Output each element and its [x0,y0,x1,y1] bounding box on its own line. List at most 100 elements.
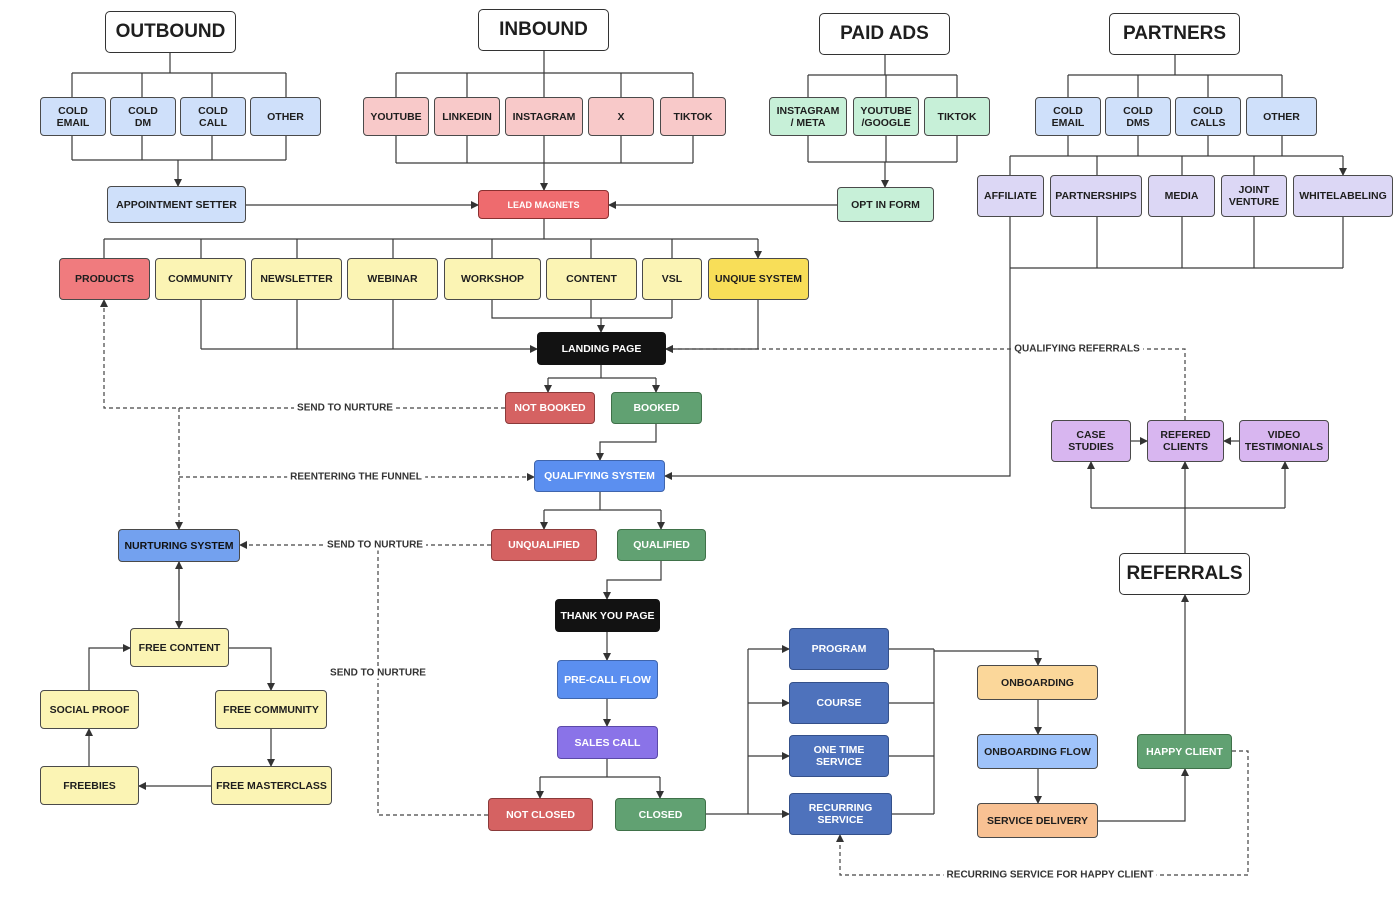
paid-header-tree-connector [807,55,958,97]
qualifying-split-connector [544,492,661,511]
appointment-setter-node: APPOINTMENT SETTER [107,186,246,223]
nurturing-system-node: NURTURING SYSTEM [118,529,240,562]
inbound-merge-connector [395,136,694,164]
products-node: PRODUCTS [59,258,150,300]
partners-header-tree-connector [1067,55,1283,97]
referrals-header: REFERRALS [1119,553,1250,595]
outbound-other-node: OTHER [250,97,321,136]
sales-call-node: SALES CALL [557,726,658,759]
reentering-the-funnel-label: REENTERING THE FUNNEL [287,471,425,483]
inbound-header: INBOUND [478,9,609,51]
offers-to-landing-connector [200,300,537,349]
partners-fanout-connector [1009,156,1343,175]
free-masterclass-node: FREE MASTERCLASS [211,766,332,805]
newsletter-node: NEWSLETTER [251,258,342,300]
landing-split-connector [548,365,656,379]
outbound-cold-email-node: COLD EMAIL [40,97,106,136]
outbound-header: OUTBOUND [105,11,236,53]
not-closed-to-nurture-connector [377,545,488,816]
outbound-cold-call-node: COLD CALL [180,97,246,136]
landing-page-node: LANDING PAGE [537,332,666,365]
opt-in-form-node: OPT IN FORM [837,187,934,222]
outbound-header-tree-connector [71,53,287,97]
recurring-service-node: RECURRING SERVICE [789,793,892,835]
workshop-node: WORKSHOP [444,258,541,300]
inbound-instagram-node: INSTAGRAM [505,97,583,136]
pre-call-flow-node: PRE-CALL FLOW [557,660,658,699]
course-node: COURSE [789,682,889,724]
inbound-x-node: X [588,97,654,136]
case-studies-node: CASE STUDIES [1051,420,1131,462]
qualifying-referrals-label: QUALIFYING REFERRALS [1011,343,1143,355]
paid-youtube-google-node: YOUTUBE /GOOGLE [853,97,919,136]
free-community-node: FREE COMMUNITY [215,690,327,729]
closed-to-delivery-bus-connector [706,649,749,815]
paid-merge-connector [807,136,958,163]
partnerships-node: PARTNERSHIPS [1050,175,1142,217]
free-content-to-community-connector [229,647,275,691]
whitelabeling-node: WHITELABELING [1293,175,1393,217]
send-to-nurture-label-2: SEND TO NURTURE [324,539,426,551]
booked-to-qualifying-connector [596,424,657,461]
merge-to-onboarding-connector [934,650,1042,666]
onboarding-node: ONBOARDING [977,665,1098,700]
inbound-tiktok-node: TIKTOK [660,97,726,136]
social-proof-to-free-content-connector [88,644,131,690]
thank-you-page-node: THANK YOU PAGE [555,599,660,632]
paid-ads-header: PAID ADS [819,13,950,55]
not-closed-node: NOT CLOSED [488,798,593,831]
magnets-fanout-connector [103,239,758,258]
inbound-linkedin-node: LINKEDIN [434,97,500,136]
unqualified-node: UNQUALIFIED [491,529,597,561]
affiliate-node: AFFILIATE [977,175,1044,217]
magnets-tree-connector [104,219,758,240]
vsl-node: VSL [642,258,702,300]
partners-other-node: OTHER [1246,97,1317,136]
program-node: PROGRAM [789,628,889,670]
outbound-merge-connector [71,136,287,161]
partners-cold-dms-node: COLD DMS [1105,97,1171,136]
recurring-service-for-happy-client-label: RECURRING SERVICE FOR HAPPY CLIENT [943,869,1157,881]
service-to-happy-connector [1098,768,1189,822]
closed-node: CLOSED [615,798,706,831]
refered-clients-node: REFERED CLIENTS [1147,420,1224,462]
refered-to-landing-connector [665,345,1186,420]
partners-bottom-merge-connector [1010,217,1344,269]
free-content-node: FREE CONTENT [130,628,229,667]
inbound-header-tree-connector [395,51,694,97]
happy-client-node: HAPPY CLIENT [1137,734,1232,769]
inbound-youtube-node: YOUTUBE [363,97,429,136]
partners-cold-email-node: COLD EMAIL [1035,97,1101,136]
paid-instagram-meta-node: INSTAGRAM / META [769,97,847,136]
booked-node: BOOKED [611,392,702,424]
partners-to-qualifying-connector [664,217,1011,480]
partners-cold-calls-node: COLD CALLS [1175,97,1241,136]
outbound-cold-dm-node: COLD DM [110,97,176,136]
happy-to-recurring-connector [836,750,1249,876]
qualified-node: QUALIFIED [617,529,706,561]
webinar-node: WEBINAR [347,258,438,300]
not-booked-node: NOT BOOKED [505,392,595,424]
paid-tiktok-node: TIKTOK [924,97,990,136]
content-node: CONTENT [546,258,637,300]
delivery-merge-connector [889,648,935,815]
middle-offers-merge-connector [491,300,673,319]
partners-header: PARTNERS [1109,13,1240,55]
send-to-nurture-label-3: SEND TO NURTURE [327,667,429,679]
video-testimonials-node: VIDEO TESTIMONIALS [1239,420,1329,462]
one-time-service-node: ONE TIME SERVICE [789,735,889,777]
onboarding-flow-node: ONBOARDING FLOW [977,734,1098,769]
service-delivery-node: SERVICE DELIVERY [977,803,1098,838]
partners-merge-connector [1010,136,1343,157]
sales-split-connector [540,759,660,778]
send-to-nurture-label-1: SEND TO NURTURE [294,402,396,414]
qualified-to-thankyou-connector [603,561,662,600]
qualifying-system-node: QUALIFYING SYSTEM [534,460,665,492]
media-node: MEDIA [1148,175,1215,217]
joint-venture-node: JOINT VENTURE [1221,175,1287,217]
freebies-node: FREEBIES [40,766,139,805]
lead-magnets-node: LEAD MAGNETS [478,190,609,219]
community-node: COMMUNITY [155,258,246,300]
unique-system-node: UNQIUE SYSTEM [708,258,809,300]
social-proof-node: SOCIAL PROOF [40,690,139,729]
